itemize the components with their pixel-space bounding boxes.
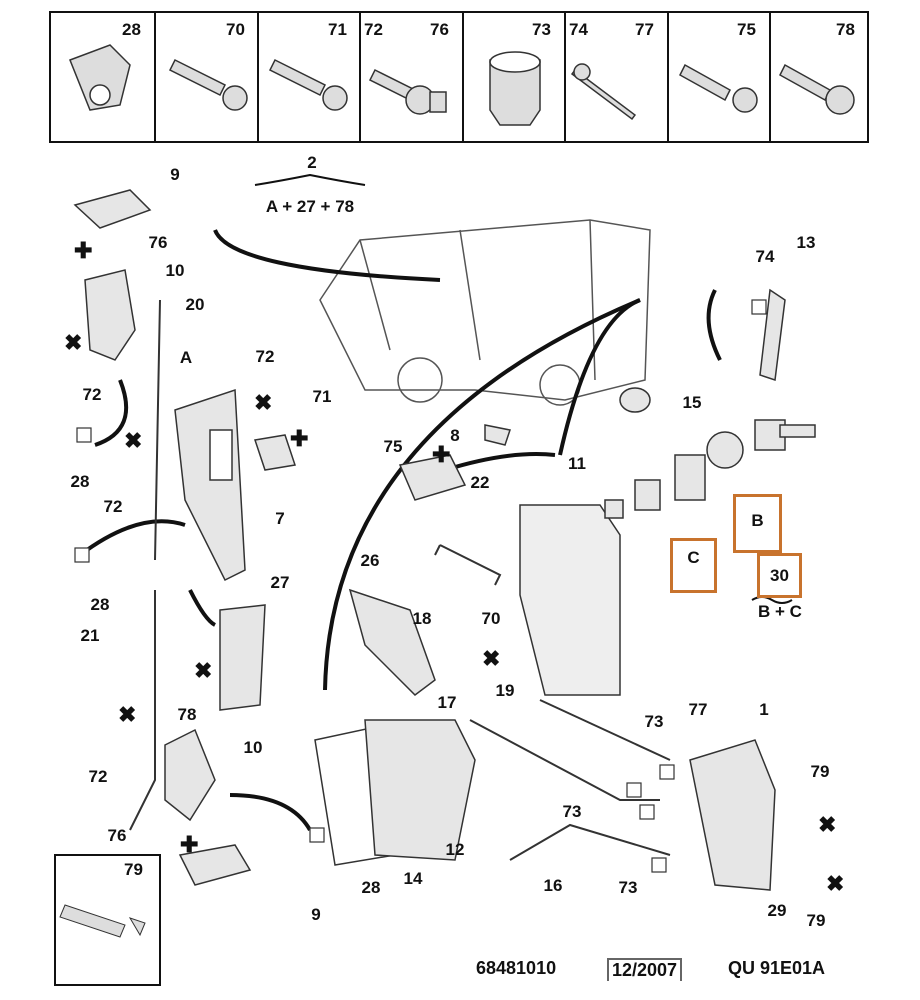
callout: 72 [255, 347, 275, 366]
cell-label: 74 [569, 20, 588, 39]
callout: 75 [383, 437, 403, 456]
fixing-markers: ✚ ✖ ✖ ✖ ✚ ✖ ✖ ✚ ✖ ✚ ✖ ✖ [64, 238, 844, 896]
svg-text:✖: ✖ [818, 812, 836, 837]
svg-text:✖: ✖ [826, 871, 844, 896]
highlight-box-c: C [670, 538, 717, 593]
callout: 72 [82, 385, 102, 404]
callout: 8 [450, 426, 460, 445]
callout: 71 [312, 387, 332, 406]
callout: 72 [88, 767, 108, 786]
diagram-code: QU 91E01A [728, 958, 826, 978]
callout: 13 [796, 233, 816, 252]
svg-text:✖: ✖ [124, 428, 142, 453]
callout: 10 [243, 738, 263, 757]
clip-squares [74, 299, 767, 873]
callout: 29 [767, 901, 787, 920]
callout: 73 [618, 878, 638, 897]
callout: 28 [361, 878, 381, 897]
callout: 2 [307, 153, 317, 172]
box-label: C [687, 548, 700, 568]
box-label: B [751, 510, 764, 530]
svg-text:✚: ✚ [432, 442, 450, 467]
edition-date: 12/2007 [607, 958, 683, 981]
callout: 12 [445, 840, 465, 859]
callout: 22 [470, 473, 490, 492]
callout: 20 [185, 295, 205, 314]
callout: 28 [70, 472, 90, 491]
callout: 70 [481, 609, 501, 628]
callout: 76 [107, 826, 127, 845]
cell-label: 75 [737, 20, 756, 39]
svg-text:✖: ✖ [194, 658, 212, 683]
callout: 14 [403, 869, 423, 888]
callout: 74 [755, 247, 775, 266]
highlight-box-b: B [733, 494, 782, 553]
svg-text:✖: ✖ [64, 330, 82, 355]
callout: 72 [103, 497, 123, 516]
callout: 77 [688, 700, 708, 719]
callout: B + C [758, 602, 802, 621]
callout: 11 [568, 454, 586, 473]
callout: 1 [759, 700, 769, 719]
part-shapes [73, 189, 816, 891]
cell-label: 28 [122, 20, 141, 39]
cell-label: 77 [635, 20, 654, 39]
callout: 21 [80, 626, 100, 645]
cell-label: 76 [430, 20, 449, 39]
callout: A [179, 348, 193, 367]
box-label: 30 [770, 565, 789, 585]
van-outline [319, 219, 651, 406]
svg-text:✚: ✚ [180, 832, 198, 857]
inset-label: 79 [124, 860, 143, 879]
callout: 17 [437, 693, 457, 712]
cell-label: 78 [836, 20, 855, 39]
callout: 76 [148, 233, 168, 252]
svg-text:✖: ✖ [118, 702, 136, 727]
reference-number: 68481010 [476, 958, 557, 978]
callout: 79 [806, 911, 826, 930]
highlight-box-30: 30 [757, 553, 802, 598]
fastener-icons [69, 44, 855, 126]
callout: 7 [275, 509, 285, 528]
cell-label: 72 [364, 20, 383, 39]
callout: 73 [562, 802, 582, 821]
cell-label: 71 [328, 20, 347, 39]
svg-text:✚: ✚ [74, 238, 92, 263]
svg-text:✖: ✖ [482, 646, 500, 671]
svg-text:✖: ✖ [254, 390, 272, 415]
callout: 15 [682, 393, 702, 412]
callout: 79 [810, 762, 830, 781]
callout: 28 [90, 595, 110, 614]
callout: 27 [270, 573, 290, 592]
cell-label: 70 [226, 20, 245, 39]
callout: 10 [165, 261, 185, 280]
svg-text:✚: ✚ [290, 426, 308, 451]
callout: 78 [177, 705, 197, 724]
callout: 26 [360, 551, 380, 570]
callout: 16 [543, 876, 563, 895]
callout: 73 [644, 712, 664, 731]
cell-label: 73 [532, 20, 551, 39]
callout: 18 [412, 609, 432, 628]
callout: A + 27 + 78 [265, 197, 355, 216]
callout: 9 [311, 905, 321, 924]
callout: 9 [170, 165, 180, 184]
callout: 19 [495, 681, 515, 700]
